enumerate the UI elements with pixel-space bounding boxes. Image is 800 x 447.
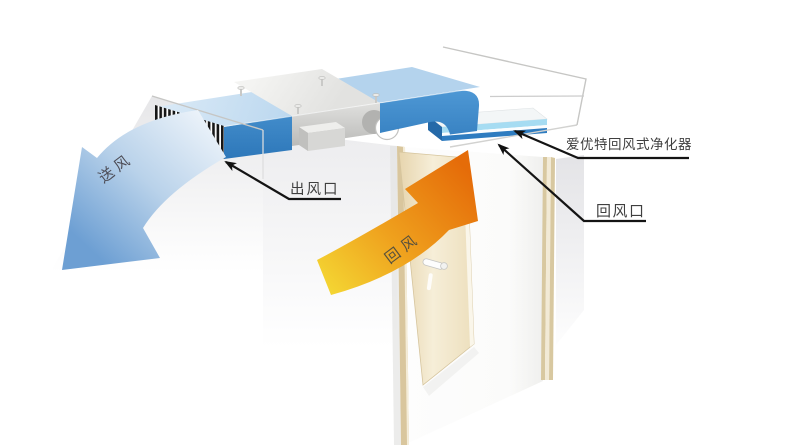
panel-white-strip <box>442 125 547 136</box>
ceiling-slab-inner-edge <box>489 95 585 98</box>
ceiling-edge-left <box>151 95 264 131</box>
fan-unit-top <box>234 69 380 116</box>
door-handle-base <box>440 262 448 270</box>
mounting-pins <box>237 76 380 114</box>
door-shadow <box>423 347 479 396</box>
junction-box <box>299 122 345 151</box>
doorframe-right-jamb <box>541 157 555 380</box>
pin-cap <box>318 76 326 80</box>
duct-elbow <box>380 90 480 135</box>
ceiling-slab-outline <box>442 46 587 126</box>
panel-left-end <box>428 116 442 141</box>
pin-cap <box>237 86 245 90</box>
jamb-inner-strip <box>549 157 555 380</box>
air-outlet-label: 出风口 <box>290 182 340 198</box>
junction-box-front <box>308 128 345 151</box>
junction-box-top <box>299 122 345 133</box>
supply-air-arrow <box>62 110 226 270</box>
door-handle <box>422 258 448 291</box>
duct-edge-highlight <box>223 87 479 127</box>
pin-cap <box>294 104 302 108</box>
leader-air-outlet <box>224 160 341 201</box>
pin-cap <box>372 93 380 97</box>
duct-front-left <box>224 116 292 159</box>
return-inlet-label: 回风口 <box>596 202 646 220</box>
junction-box-left <box>299 127 308 151</box>
return-air-arrow <box>317 150 478 295</box>
leader-lines <box>224 129 689 223</box>
door-handle-reflection <box>426 273 433 291</box>
left-wall <box>40 96 263 445</box>
leader-return-inlet <box>497 143 646 223</box>
leader-purifier <box>513 129 689 160</box>
purifier-label: 爱优特回风式净化器 <box>566 137 692 153</box>
right-wall <box>556 155 584 345</box>
